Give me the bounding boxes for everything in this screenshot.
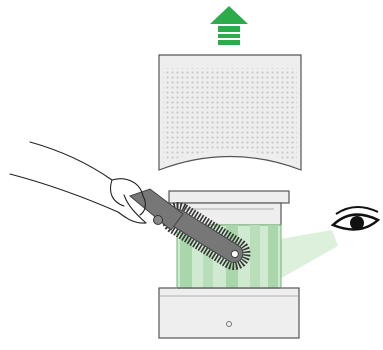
base-unit [158, 190, 300, 339]
power-indicator [226, 321, 232, 327]
brush-tool-icon [128, 188, 251, 270]
hand-icon [9, 141, 147, 224]
airflow-arrow-icon [210, 6, 248, 45]
top-cover [158, 54, 302, 171]
eye-icon [330, 206, 381, 231]
mesh-grille [163, 68, 297, 163]
sight-cone [274, 230, 338, 280]
